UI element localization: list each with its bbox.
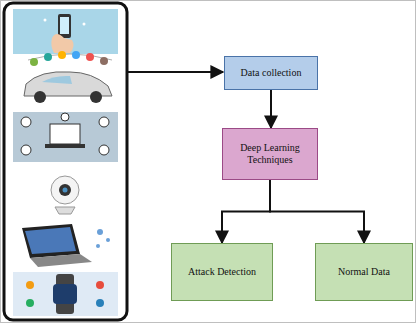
flow-connector: [270, 180, 364, 243]
phone-illustration: [13, 9, 118, 54]
node-label: Normal Data: [338, 266, 390, 279]
result-box: Normal Data: [315, 243, 413, 301]
laptop-illustration: [22, 224, 110, 267]
camera-illustration: [51, 176, 79, 214]
network-illustration: [13, 112, 118, 162]
node-label: Data collection: [241, 67, 302, 80]
result-box: Attack Detection: [171, 243, 273, 301]
process-box: Data collection: [224, 56, 318, 90]
watch-illustration: [13, 272, 118, 316]
input-arrow: [127, 71, 223, 73]
flow-connector: [270, 90, 272, 128]
car-illustration: [24, 51, 112, 103]
device-panel: [4, 3, 127, 320]
node-label: Attack Detection: [188, 266, 256, 279]
process-box: Deep Learning Techniques: [222, 128, 318, 180]
node-label: Deep Learning Techniques: [229, 142, 311, 167]
flow-connector: [222, 180, 270, 243]
